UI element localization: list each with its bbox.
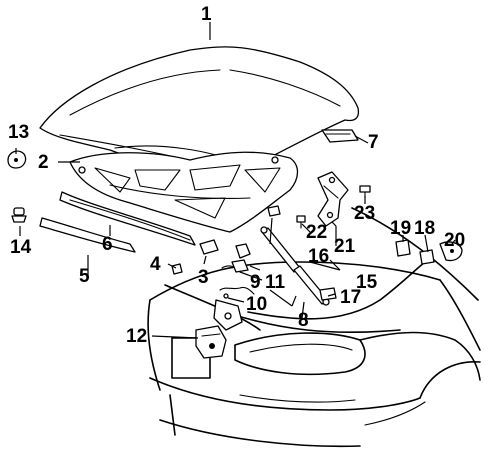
hood-latch-assembly <box>195 299 243 359</box>
hood-hinge <box>317 171 349 227</box>
hood <box>39 46 360 176</box>
hood-molding <box>39 217 136 253</box>
hood-struts <box>260 226 330 306</box>
screw-4 <box>171 263 183 275</box>
label-23: 23 <box>354 203 375 224</box>
label-1: 1 <box>201 4 212 25</box>
label-3: 3 <box>198 267 209 288</box>
bracket-17 <box>319 287 337 301</box>
label-16: 16 <box>308 246 329 267</box>
label-5: 5 <box>79 266 90 287</box>
label-15: 15 <box>356 272 378 293</box>
label-19: 19 <box>390 218 411 239</box>
hood-seal <box>59 191 196 246</box>
cowl-bracket <box>321 129 359 143</box>
car-body <box>147 207 481 448</box>
label-8: 8 <box>298 310 309 331</box>
label-20: 20 <box>444 230 465 251</box>
label-7: 7 <box>368 132 379 153</box>
label-2: 2 <box>38 152 49 173</box>
label-21: 21 <box>334 236 356 257</box>
hood-inner-panel <box>69 151 299 233</box>
label-17: 17 <box>340 287 361 308</box>
label-6: 6 <box>102 234 113 255</box>
pin-16 <box>267 205 281 217</box>
label-13: 13 <box>8 122 29 143</box>
hood-clip-13 <box>7 150 27 169</box>
label-12: 12 <box>126 326 147 347</box>
label-10: 10 <box>246 294 267 315</box>
latch-bracket-3 <box>199 239 219 255</box>
part-labels: 1 2 3 4 5 6 7 8 9 10 11 12 13 14 15 16 1… <box>8 4 465 347</box>
label-14: 14 <box>10 237 32 258</box>
label-9: 9 <box>250 272 261 293</box>
leader-lines <box>15 22 456 339</box>
label-4: 4 <box>150 254 161 275</box>
label-22: 22 <box>306 222 327 243</box>
latch-rod-parts <box>219 243 255 299</box>
bumper-stop-14 <box>11 207 27 223</box>
label-18: 18 <box>414 218 435 239</box>
bolt-22 <box>296 215 306 229</box>
label-11: 11 <box>265 272 286 293</box>
